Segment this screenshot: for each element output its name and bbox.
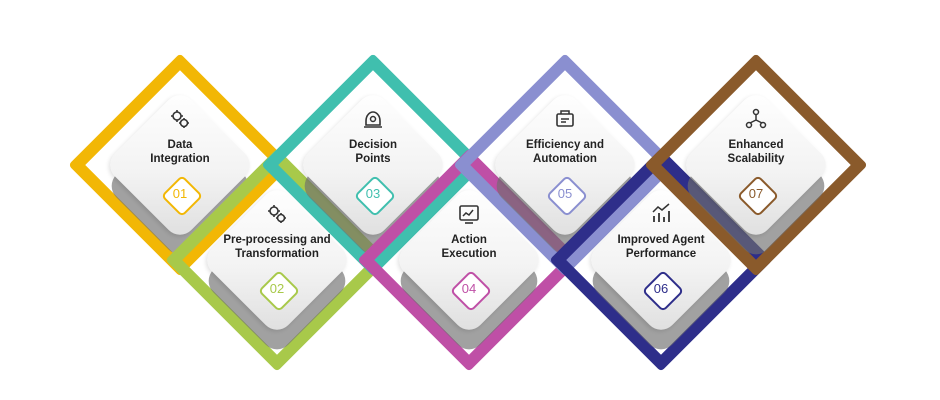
step-number: 04 — [461, 281, 477, 296]
step-title: Enhanced Scalability — [727, 139, 785, 165]
step-title: Data Integration — [150, 139, 210, 165]
step-title: Pre-processing and Transformation — [223, 234, 331, 260]
step-number: 01 — [172, 186, 188, 201]
step-number: 06 — [653, 281, 669, 296]
automation-icon — [553, 107, 577, 131]
step-number: 07 — [748, 186, 764, 201]
step-number: 02 — [269, 281, 285, 296]
dashboard-icon — [457, 202, 481, 226]
gears-icon — [168, 107, 192, 131]
network-icon — [744, 107, 768, 131]
brain-gear-icon — [361, 107, 385, 131]
step-title: Decision Points — [349, 139, 397, 165]
step-title: Improved Agent Performance — [617, 234, 705, 260]
growth-icon — [649, 202, 673, 226]
step-number: 05 — [557, 186, 573, 201]
gears-icon — [265, 202, 289, 226]
step-number: 03 — [365, 186, 381, 201]
step-title: Efficiency and Automation — [526, 139, 604, 165]
step-title: Action Execution — [441, 234, 497, 260]
